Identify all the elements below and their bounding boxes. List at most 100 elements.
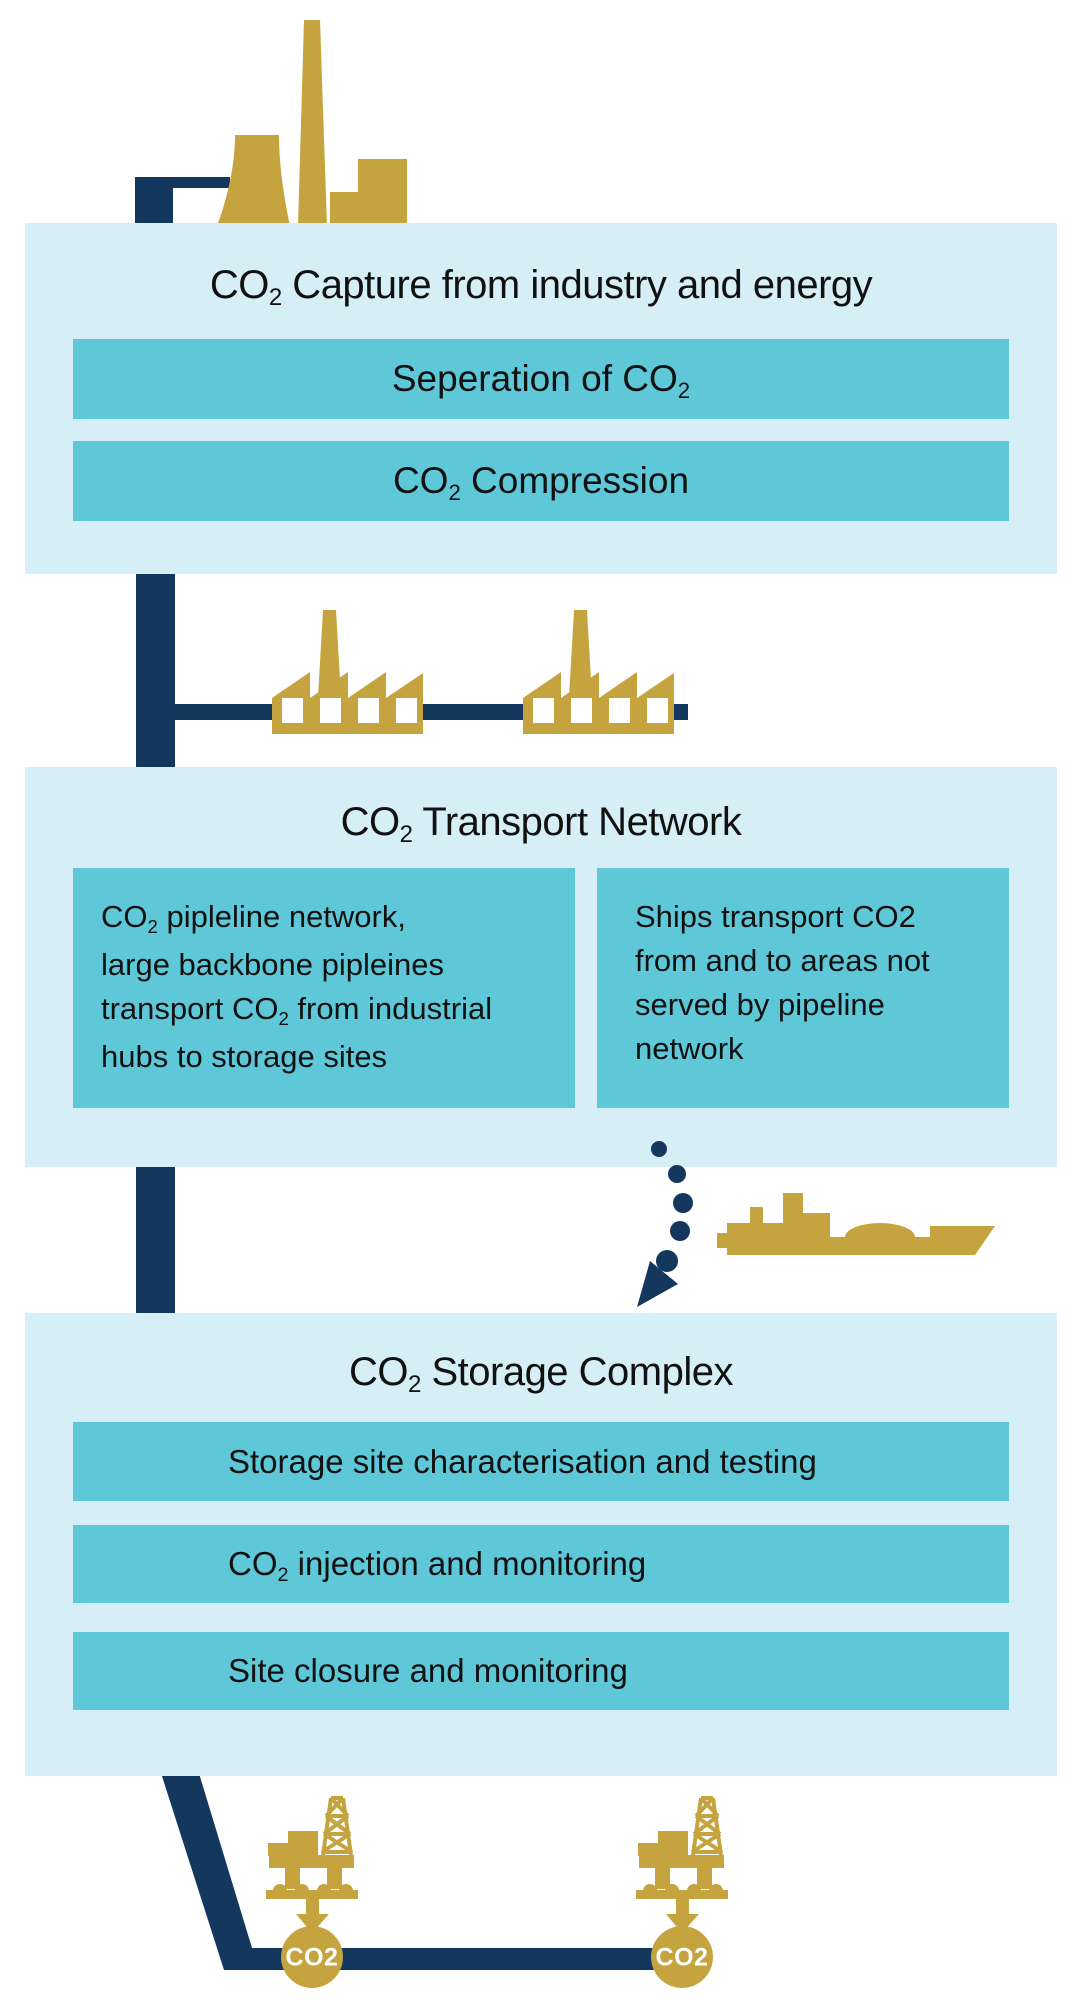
rig-deck — [639, 1855, 724, 1868]
rig-wave — [273, 1884, 287, 1898]
factory-window — [609, 698, 630, 723]
rig-base — [636, 1890, 728, 1899]
subscript-2: 2 — [677, 377, 691, 403]
label-text: Site closure and monitoring — [228, 1652, 628, 1689]
factory-window — [647, 698, 668, 723]
rig-wave — [339, 1884, 353, 1898]
plant-chimney — [298, 20, 327, 226]
rig-wave — [295, 1884, 309, 1898]
route-dot — [670, 1221, 690, 1241]
note-line: transport CO2 from industrial — [101, 987, 565, 1035]
storage-section: CO2 Storage Complex Storage site charact… — [25, 1313, 1057, 1776]
factory-icon — [523, 610, 674, 734]
subscript-2: 2 — [268, 284, 282, 312]
plant-building — [330, 159, 407, 226]
co2-prefix: CO — [228, 1545, 278, 1582]
subscript-2: 2 — [278, 1007, 289, 1029]
co2-prefix: CO — [101, 899, 148, 934]
note-line: Ships transport CO2 — [635, 899, 916, 934]
co2-prefix: CO — [340, 800, 401, 844]
route-arrow-head — [637, 1261, 678, 1307]
rig-wave — [687, 1884, 701, 1898]
step-label: CO2 injection and monitoring — [228, 1545, 647, 1586]
power-plant-icon — [217, 20, 407, 226]
injection-arrow-head — [296, 1914, 329, 1933]
co2-prefix: CO — [209, 263, 270, 307]
line-text: transport CO — [101, 991, 279, 1026]
ship-icon — [717, 1193, 995, 1255]
storage-step-injection: CO2 injection and monitoring — [73, 1525, 1009, 1603]
rig-leg — [285, 1868, 300, 1889]
line-rest: pipleline network, — [157, 899, 406, 934]
title-rest: Capture from industry and energy — [281, 263, 873, 307]
rig-wave — [317, 1884, 331, 1898]
note-line: CO2 pipleline network, — [101, 895, 565, 943]
rig-modules — [638, 1831, 688, 1856]
factory-window — [358, 698, 379, 723]
factory-body — [272, 672, 423, 734]
line-rest: from industrial — [288, 991, 493, 1026]
pipeline-connector-vertical-1 — [136, 565, 175, 775]
rig-derrick — [690, 1796, 724, 1856]
co2-prefix: CO — [348, 1350, 409, 1394]
factory-window — [320, 698, 341, 723]
capture-step-separation: Seperation of CO2 — [73, 339, 1009, 419]
subscript-2: 2 — [147, 915, 158, 937]
step-label: CO2 Compression — [392, 460, 690, 505]
oil-rig-icon — [266, 1796, 358, 1933]
step-label: Storage site characterisation and testin… — [228, 1443, 817, 1481]
rig-derrick — [320, 1796, 354, 1856]
pipeline-connector-bottom — [160, 1770, 662, 1970]
step-label: Site closure and monitoring — [228, 1652, 628, 1690]
transport-title: CO2 Transport Network — [25, 798, 1057, 852]
co2-well-label: CO2 — [655, 1943, 709, 1972]
injection-arrow-shaft — [306, 1899, 319, 1915]
plant-cooling-tower — [217, 135, 290, 226]
injection-arrow-shaft — [676, 1899, 689, 1915]
rig-leg — [655, 1868, 670, 1889]
oil-rig-icon — [636, 1796, 728, 1933]
transport-section: CO2 Transport Network CO2 pipleline netw… — [25, 767, 1057, 1167]
rig-wave — [709, 1884, 723, 1898]
rig-wave — [643, 1884, 657, 1898]
capture-step-compression: CO2 Compression — [73, 441, 1009, 521]
capture-pipe-connector — [135, 177, 230, 226]
rig-wave — [665, 1884, 679, 1898]
label-text: Storage site characterisation and testin… — [228, 1442, 817, 1480]
rig-deck — [269, 1855, 354, 1868]
note-line: served by pipeline — [635, 987, 885, 1022]
subscript-2: 2 — [399, 821, 413, 849]
note-line: large backbone pipleines — [101, 947, 444, 982]
factory-body — [523, 672, 674, 734]
transport-pipeline-note: CO2 pipleline network, large backbone pi… — [73, 868, 575, 1108]
route-dot — [673, 1193, 693, 1213]
capture-section: CO2 Capture from industry and energy Sep… — [25, 223, 1057, 574]
rig-base — [266, 1890, 358, 1899]
rig-leg — [327, 1868, 342, 1889]
capture-title: CO2 Capture from industry and energy — [25, 261, 1057, 315]
rig-modules — [268, 1831, 318, 1856]
pipeline-connector-horizontal — [170, 704, 688, 720]
factory-chimney — [569, 610, 592, 697]
label-text: Seperation of CO — [391, 358, 678, 399]
subscript-2: 2 — [277, 1563, 289, 1586]
note-line: network — [635, 1031, 744, 1066]
label-rest: Compression — [460, 460, 690, 501]
factory-chimney — [318, 610, 341, 697]
factory-window — [571, 698, 592, 723]
note-line: from and to areas not — [635, 943, 930, 978]
route-dot — [656, 1250, 678, 1272]
factory-window — [533, 698, 554, 723]
factory-window — [282, 698, 303, 723]
co2-prefix: CO — [392, 460, 449, 501]
storage-step-closure: Site closure and monitoring — [73, 1632, 1009, 1710]
subscript-2: 2 — [448, 479, 461, 505]
label-rest: injection and monitoring — [288, 1545, 647, 1582]
route-dot — [668, 1165, 686, 1183]
storage-title: CO2 Storage Complex — [25, 1348, 1057, 1402]
factory-icon — [272, 610, 423, 734]
note-line: hubs to storage sites — [101, 1039, 388, 1074]
injection-arrow-head — [666, 1914, 699, 1933]
rig-leg — [697, 1868, 712, 1889]
